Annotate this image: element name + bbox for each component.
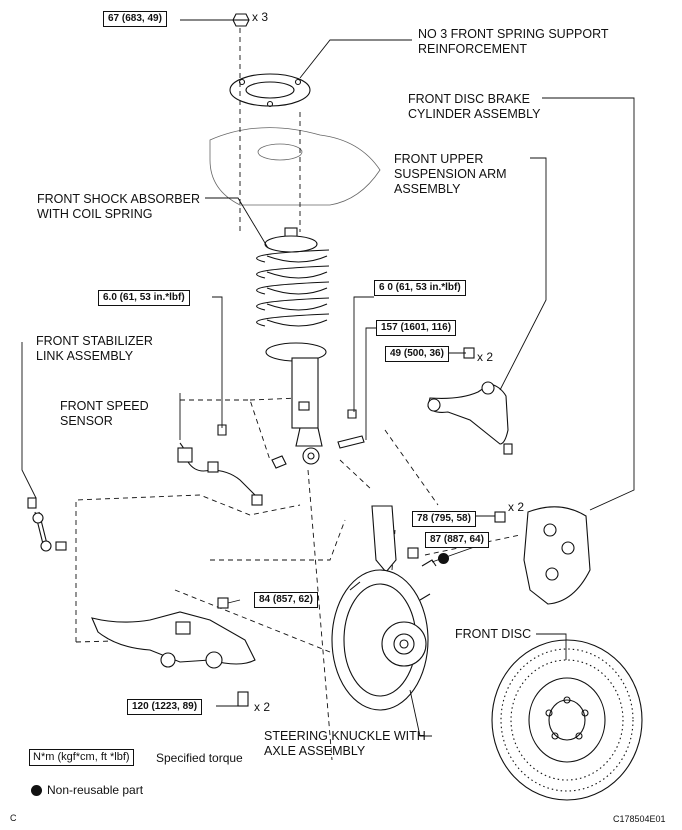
steering-knuckle bbox=[331, 505, 437, 711]
label-stabilizer-link: FRONT STABILIZER LINK ASSEMBLY bbox=[36, 334, 153, 363]
upper-arm bbox=[427, 347, 513, 455]
speed-sensor bbox=[177, 442, 263, 506]
torque-speed-sensor-bolt: 6.0 (61, 53 in.*lbf) bbox=[98, 290, 190, 306]
multiplier-lower-arm-bolt: x 2 bbox=[254, 700, 271, 714]
corner-letter: C bbox=[10, 813, 17, 823]
legend-torque-units: N*m (kgf*cm, ft *lbf) bbox=[29, 749, 134, 766]
torque-shock-lower-bolt: 6 0 (61, 53 in.*lbf) bbox=[374, 280, 466, 296]
figure-code: C178504E01 bbox=[613, 814, 666, 824]
torque-lower-ball-joint: 84 (857, 62) bbox=[254, 592, 318, 608]
label-upper-suspension-arm: FRONT UPPER SUSPENSION ARM ASSEMBLY bbox=[394, 152, 507, 196]
legend-nonreusable-text: Non-reusable part bbox=[47, 783, 144, 797]
top-nut bbox=[232, 13, 250, 27]
legend-nonreusable-dot bbox=[31, 785, 42, 796]
torque-caliper-bolt: 78 (795, 58) bbox=[412, 511, 476, 527]
label-front-disc: FRONT DISC bbox=[455, 627, 532, 641]
torque-axle-nut: 87 (887, 64) bbox=[425, 532, 489, 548]
shock-absorber bbox=[256, 227, 330, 465]
label-steering-knuckle: STEERING KNUCKLE WITH AXLE ASSEMBLY bbox=[264, 729, 426, 758]
legend-torque-description: Specified torque bbox=[156, 751, 243, 765]
label-shock-absorber: FRONT SHOCK ABSORBER WITH COIL SPRING bbox=[37, 192, 200, 221]
spring-support-plate bbox=[229, 73, 311, 108]
lower-arm bbox=[91, 597, 256, 707]
multiplier-spring-support-nut: x 3 bbox=[252, 10, 269, 24]
label-brake-cylinder-assembly: FRONT DISC BRAKE CYLINDER ASSEMBLY bbox=[408, 92, 541, 121]
torque-shock-knuckle-bolt: 157 (1601, 116) bbox=[376, 320, 457, 336]
label-speed-sensor: FRONT SPEED SENSOR bbox=[60, 399, 149, 428]
label-spring-support-reinforcement: NO 3 FRONT SPRING SUPPORT REINFORCEMENT bbox=[418, 27, 609, 56]
torque-spring-support-nut: 67 (683, 49) bbox=[103, 11, 167, 27]
front-disc-drawing bbox=[491, 639, 643, 801]
nonreusable-marker bbox=[438, 553, 449, 564]
shock-bolts bbox=[217, 409, 365, 469]
body-mount bbox=[209, 127, 381, 206]
multiplier-caliper-bolt: x 2 bbox=[508, 500, 525, 514]
torque-upper-arm-nut: 49 (500, 36) bbox=[385, 346, 449, 362]
stabilizer-link bbox=[27, 497, 67, 552]
multiplier-upper-arm-nut: x 2 bbox=[477, 350, 494, 364]
torque-lower-arm-bolt: 120 (1223, 89) bbox=[127, 699, 203, 715]
brake-caliper bbox=[494, 506, 591, 605]
